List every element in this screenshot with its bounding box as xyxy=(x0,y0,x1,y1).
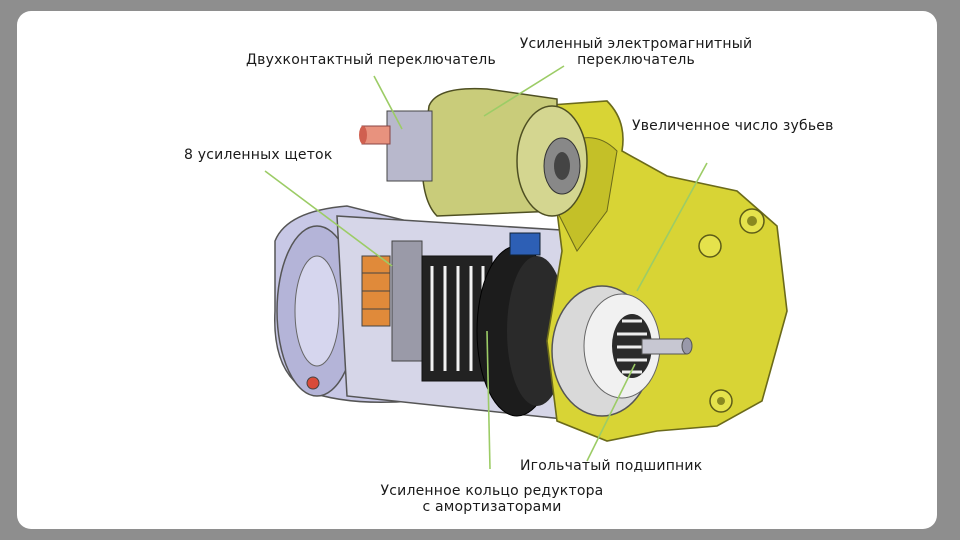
leader-brushes xyxy=(264,170,393,267)
leader-two-contact-switch xyxy=(373,75,403,130)
label-needle-bearing: Игольчатый подшипник xyxy=(520,458,703,474)
starter-drawing xyxy=(274,87,788,442)
label-gear-ring: Усиленное кольцо редуктора с амортизатор… xyxy=(367,483,617,515)
leader-solenoid xyxy=(483,65,565,117)
leader-needle-bearing xyxy=(586,363,636,462)
leader-lines xyxy=(264,65,708,470)
leader-more-teeth xyxy=(636,162,708,292)
label-solenoid-line1: Усиленный электромагнитный xyxy=(519,36,753,52)
label-more-teeth: Увеличенное число зубьев xyxy=(632,118,834,134)
leader-gear-ring xyxy=(486,330,491,470)
label-two-contact-switch: Двухконтактный переключатель xyxy=(246,52,496,68)
diagram-card: Двухконтактный переключатель Усиленный э… xyxy=(17,11,937,529)
label-solenoid: Усиленный электромагнитный переключатель xyxy=(495,36,777,68)
label-gear-ring-line1: Усиленное кольцо редуктора xyxy=(380,483,604,499)
label-brushes: 8 усиленных щеток xyxy=(184,147,333,163)
label-gear-ring-line2: с амортизаторами xyxy=(422,499,562,515)
starter-motor-illustration xyxy=(264,65,788,470)
label-solenoid-line2: переключатель xyxy=(577,52,695,68)
